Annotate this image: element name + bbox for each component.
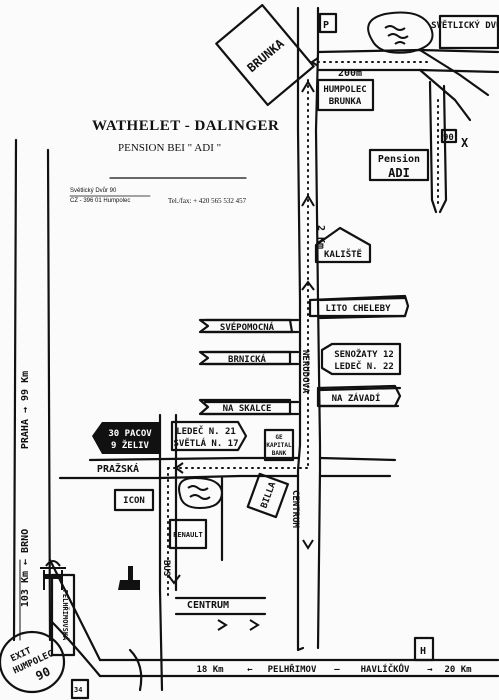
pension-adi-box xyxy=(368,148,430,182)
centrum-road xyxy=(158,413,164,692)
ge-line3: BANK xyxy=(272,450,287,457)
h-sign-label: H xyxy=(420,646,426,657)
pond-north xyxy=(367,11,434,54)
renault-box xyxy=(168,518,208,550)
na-zavadi-label: NA ZÁVADÍ xyxy=(332,392,381,404)
prazska-label: PRAŽSKÁ xyxy=(97,462,139,475)
exit-humpolec-circle xyxy=(0,630,66,694)
p-sign-label: P xyxy=(323,20,329,31)
exit-90-label: 90 xyxy=(34,664,53,683)
nerudova-road xyxy=(296,6,305,652)
svetlicky-sign-box xyxy=(438,14,499,50)
na-zavadi-street xyxy=(318,386,402,392)
senozaty-line1: SENOŽATY 12 xyxy=(334,348,394,360)
icon-store-box xyxy=(113,488,155,512)
brunka-sign-box xyxy=(215,3,315,107)
pension-name: PENSION BEI " ADI " xyxy=(118,142,222,154)
brnicka-label: BRNICKÁ xyxy=(228,353,267,365)
km18-label: 18 Km xyxy=(196,665,224,675)
svetlicky-label: SVĚTLICKÝ DVŮR xyxy=(431,19,499,31)
address-street: Světlický Dvůr 90 xyxy=(70,188,117,194)
na-skalce-label: NA SKALCE xyxy=(223,404,272,414)
house-90-box xyxy=(440,128,458,144)
ledec-svetla-sign xyxy=(170,420,248,452)
na-zavadi-arrow xyxy=(316,384,402,408)
pelhrimovska-label: PELHŘIMOVSKÁ xyxy=(61,590,70,641)
billa-label: BILLA xyxy=(260,480,279,509)
house-90-label: 90 xyxy=(443,133,454,143)
prazska-road-bottom xyxy=(58,474,300,480)
brno-103-label: 103 Km ← BRNO xyxy=(20,529,31,607)
arrow-right-glyph: – xyxy=(334,665,340,675)
pension-lane xyxy=(428,80,438,214)
x-mark: X xyxy=(461,136,469,150)
prazska-road-top xyxy=(88,456,300,462)
icon-store-label: ICON xyxy=(123,496,145,506)
distance-2km: 2 Km xyxy=(315,225,326,249)
lito-cheleby-label: LITO CHELEBY xyxy=(325,304,391,314)
church-icon xyxy=(118,566,140,590)
humpolec-brunka-line1: HUMPOLEC xyxy=(323,85,366,95)
sign-34-box xyxy=(70,678,90,700)
d1-highway-left xyxy=(12,138,18,642)
praha-99-label: PRAHA → 99 Km xyxy=(20,371,31,449)
route-arrow-up xyxy=(301,80,315,93)
pacov-label: 30 PACOV xyxy=(108,429,152,439)
address-city: CZ - 396 01 Humpolec xyxy=(70,198,131,204)
na-skalce-arrow xyxy=(198,398,292,416)
senozaty-line2: LEDEČ N. 22 xyxy=(334,360,394,372)
brunka-label: BRUNKA xyxy=(245,36,288,75)
humpolec-brunka-box xyxy=(316,78,375,112)
brnicka-arrow xyxy=(198,350,292,366)
ge-line2: KAPITAL xyxy=(266,442,292,449)
pension-label-line2: ADI xyxy=(388,166,410,180)
phone-fax: Tel./fax: + 420 565 532 457 xyxy=(168,197,247,205)
bus-label: BUS xyxy=(161,560,171,576)
svepomocna-arrow xyxy=(198,318,294,334)
svetla-label: SVĚTLÁ N. 17 xyxy=(173,437,238,449)
pond-south xyxy=(178,476,224,510)
centrum-vertical-label: CENTRUM xyxy=(290,490,300,529)
company-name: WATHELET - DALINGER xyxy=(92,118,280,134)
kaliste-sign xyxy=(314,226,372,264)
billa-box xyxy=(246,472,290,519)
havlickuv-label: HAVLÍČKŮV xyxy=(361,663,410,675)
pacov-zeliv-sign xyxy=(92,422,160,454)
arrow-right-glyph-2: → xyxy=(427,665,433,675)
p-sign-box xyxy=(318,12,338,34)
gas-station-icon xyxy=(40,560,66,590)
renault-label: RENAULT xyxy=(173,531,203,539)
ge-bank-box xyxy=(263,428,295,462)
lito-cheleby-arrow xyxy=(308,294,410,318)
svetlicky-road xyxy=(418,68,472,122)
arrow-left-glyph: ← xyxy=(247,665,253,675)
ge-line1: GE xyxy=(275,434,283,441)
h-sign-box xyxy=(413,636,435,662)
humpolec-brunka-line2: BRUNKA xyxy=(329,97,362,107)
nerudova-label: NERUDOVA xyxy=(300,350,310,394)
svepomocna-label: SVÉPOMOCNÁ xyxy=(220,321,275,333)
kaliste-label: KALIŠTĚ xyxy=(324,248,362,260)
ledec-label: LEDEČ N. 21 xyxy=(176,425,236,437)
pension-label-line1: Pension xyxy=(378,153,420,165)
km20-label: 20 Km xyxy=(444,665,472,675)
zeliv-label: 9 ŽELIV xyxy=(111,439,150,451)
distance-200m: 200m xyxy=(338,68,362,79)
d1-highway-right xyxy=(46,148,52,642)
sign-34-label: 34 xyxy=(74,686,82,694)
senozaty-sign xyxy=(320,342,402,376)
centrum-label: CENTRUM xyxy=(187,600,229,611)
pelhrimov-label: PELHŘIMOV xyxy=(268,663,317,675)
